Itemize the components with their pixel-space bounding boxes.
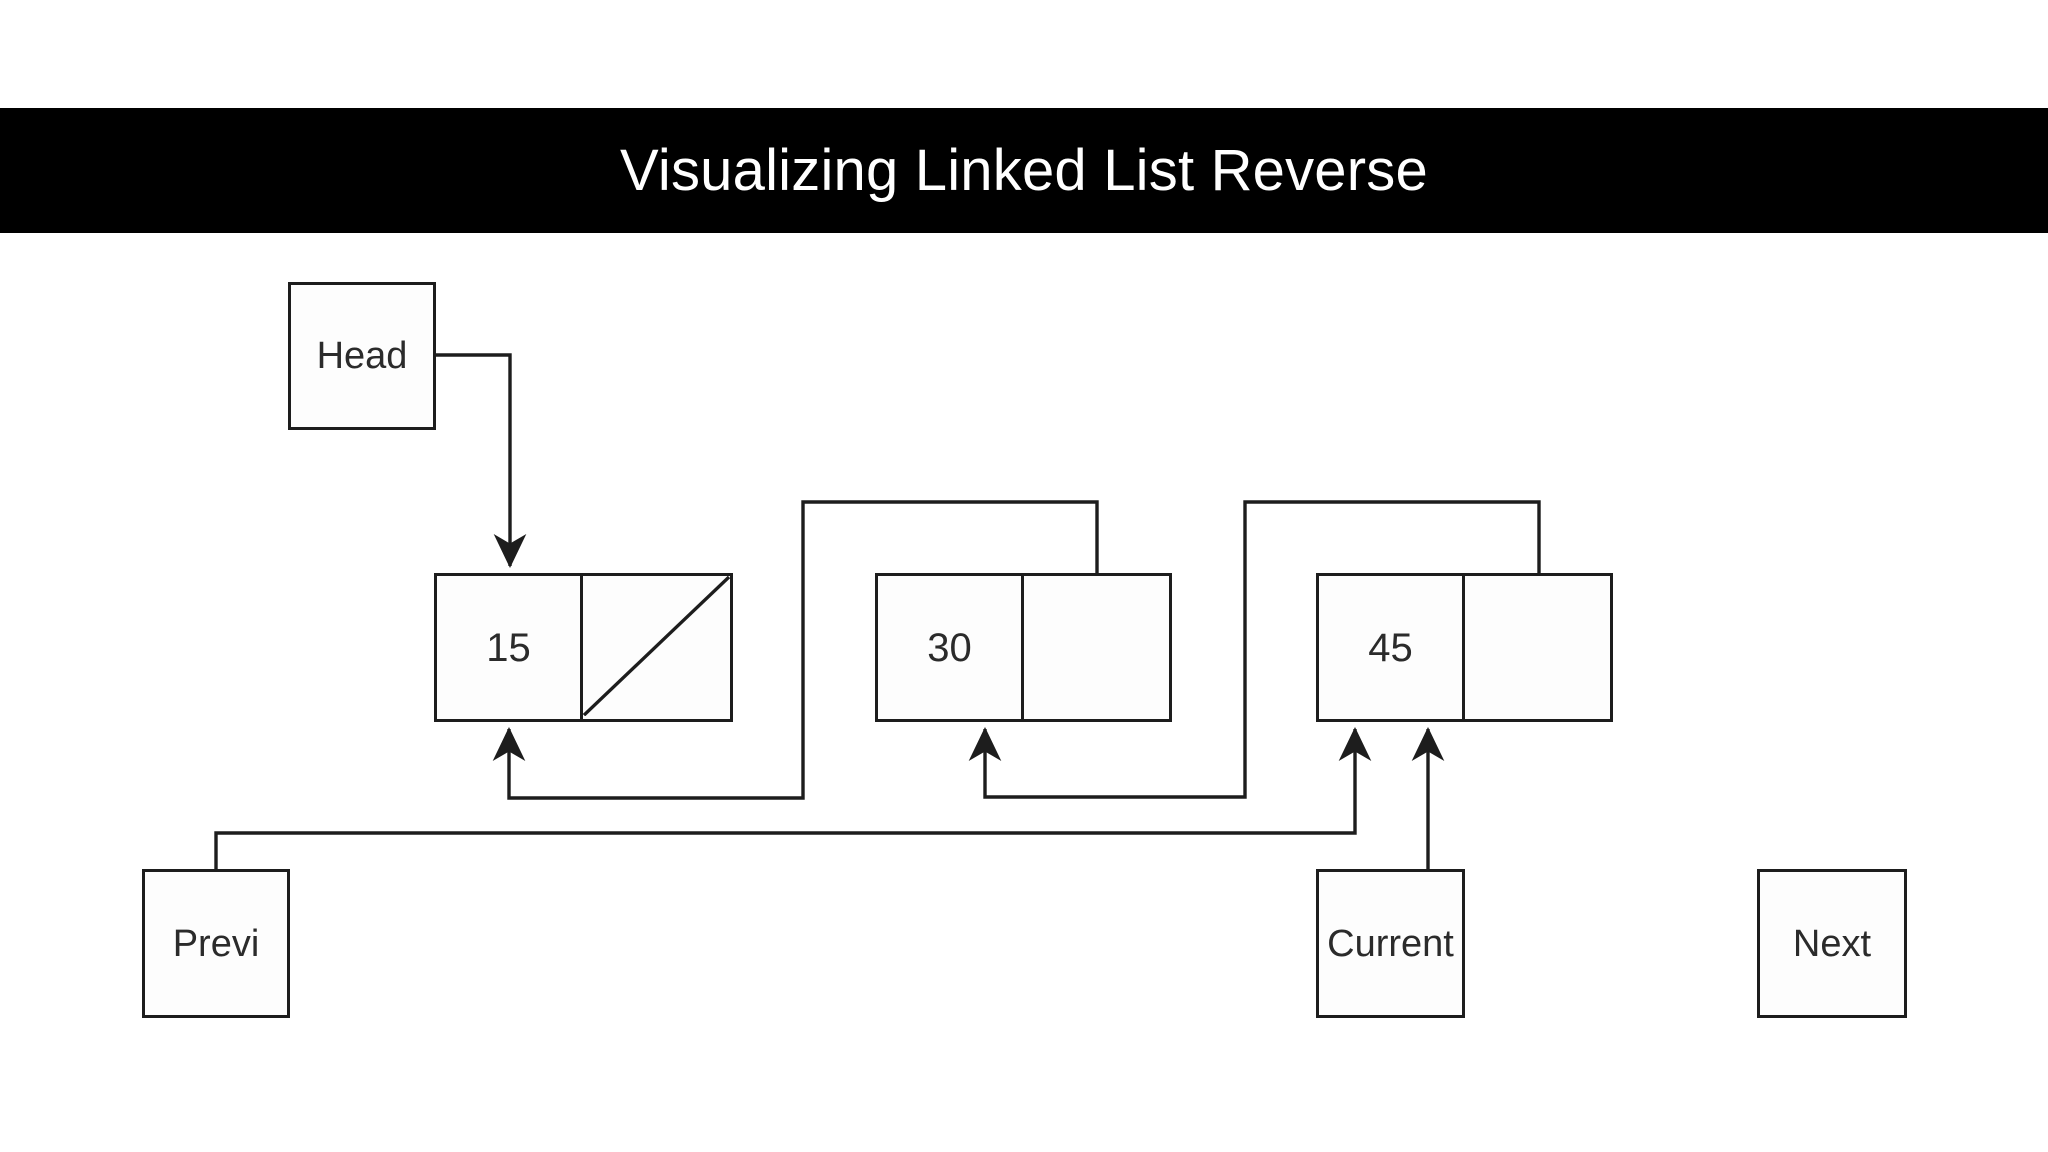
pointer-label-next: Next (1792, 922, 1872, 965)
title-bar: Visualizing Linked List Reverse (0, 108, 2048, 233)
pointer-box-prev[interactable]: Previ (142, 869, 290, 1018)
node-value-text: 30 (927, 625, 972, 670)
pointer-box-head[interactable]: Head (288, 282, 436, 430)
connector-node45-to-node30 (968, 500, 1541, 799)
null-pointer-slash-icon (583, 576, 730, 717)
pointer-label-prev: Previ (172, 922, 260, 965)
node-pointer-cell (1024, 576, 1169, 719)
list-node[interactable]: 45 (1316, 573, 1613, 722)
list-node[interactable]: 30 (875, 573, 1172, 722)
node-value-text: 15 (486, 625, 531, 670)
node-value-cell: 30 (878, 576, 1024, 719)
page-title: Visualizing Linked List Reverse (620, 137, 1428, 203)
pointer-box-current[interactable]: Current (1316, 869, 1465, 1018)
pointer-label-current: Current (1327, 922, 1454, 965)
pointer-label-head: Head (316, 335, 408, 377)
connector-node30-to-node15 (492, 500, 1099, 800)
node-value-cell: 15 (437, 576, 583, 719)
list-node[interactable]: 15 (434, 573, 733, 722)
node-value-text: 45 (1368, 625, 1413, 670)
node-value-cell: 45 (1319, 576, 1465, 719)
pointer-box-next[interactable]: Next (1757, 869, 1907, 1018)
node-pointer-cell (583, 576, 730, 719)
connector-head-to-node15 (436, 353, 527, 569)
connector-prev-to-node45 (214, 726, 1372, 869)
node-pointer-cell (1465, 576, 1610, 719)
